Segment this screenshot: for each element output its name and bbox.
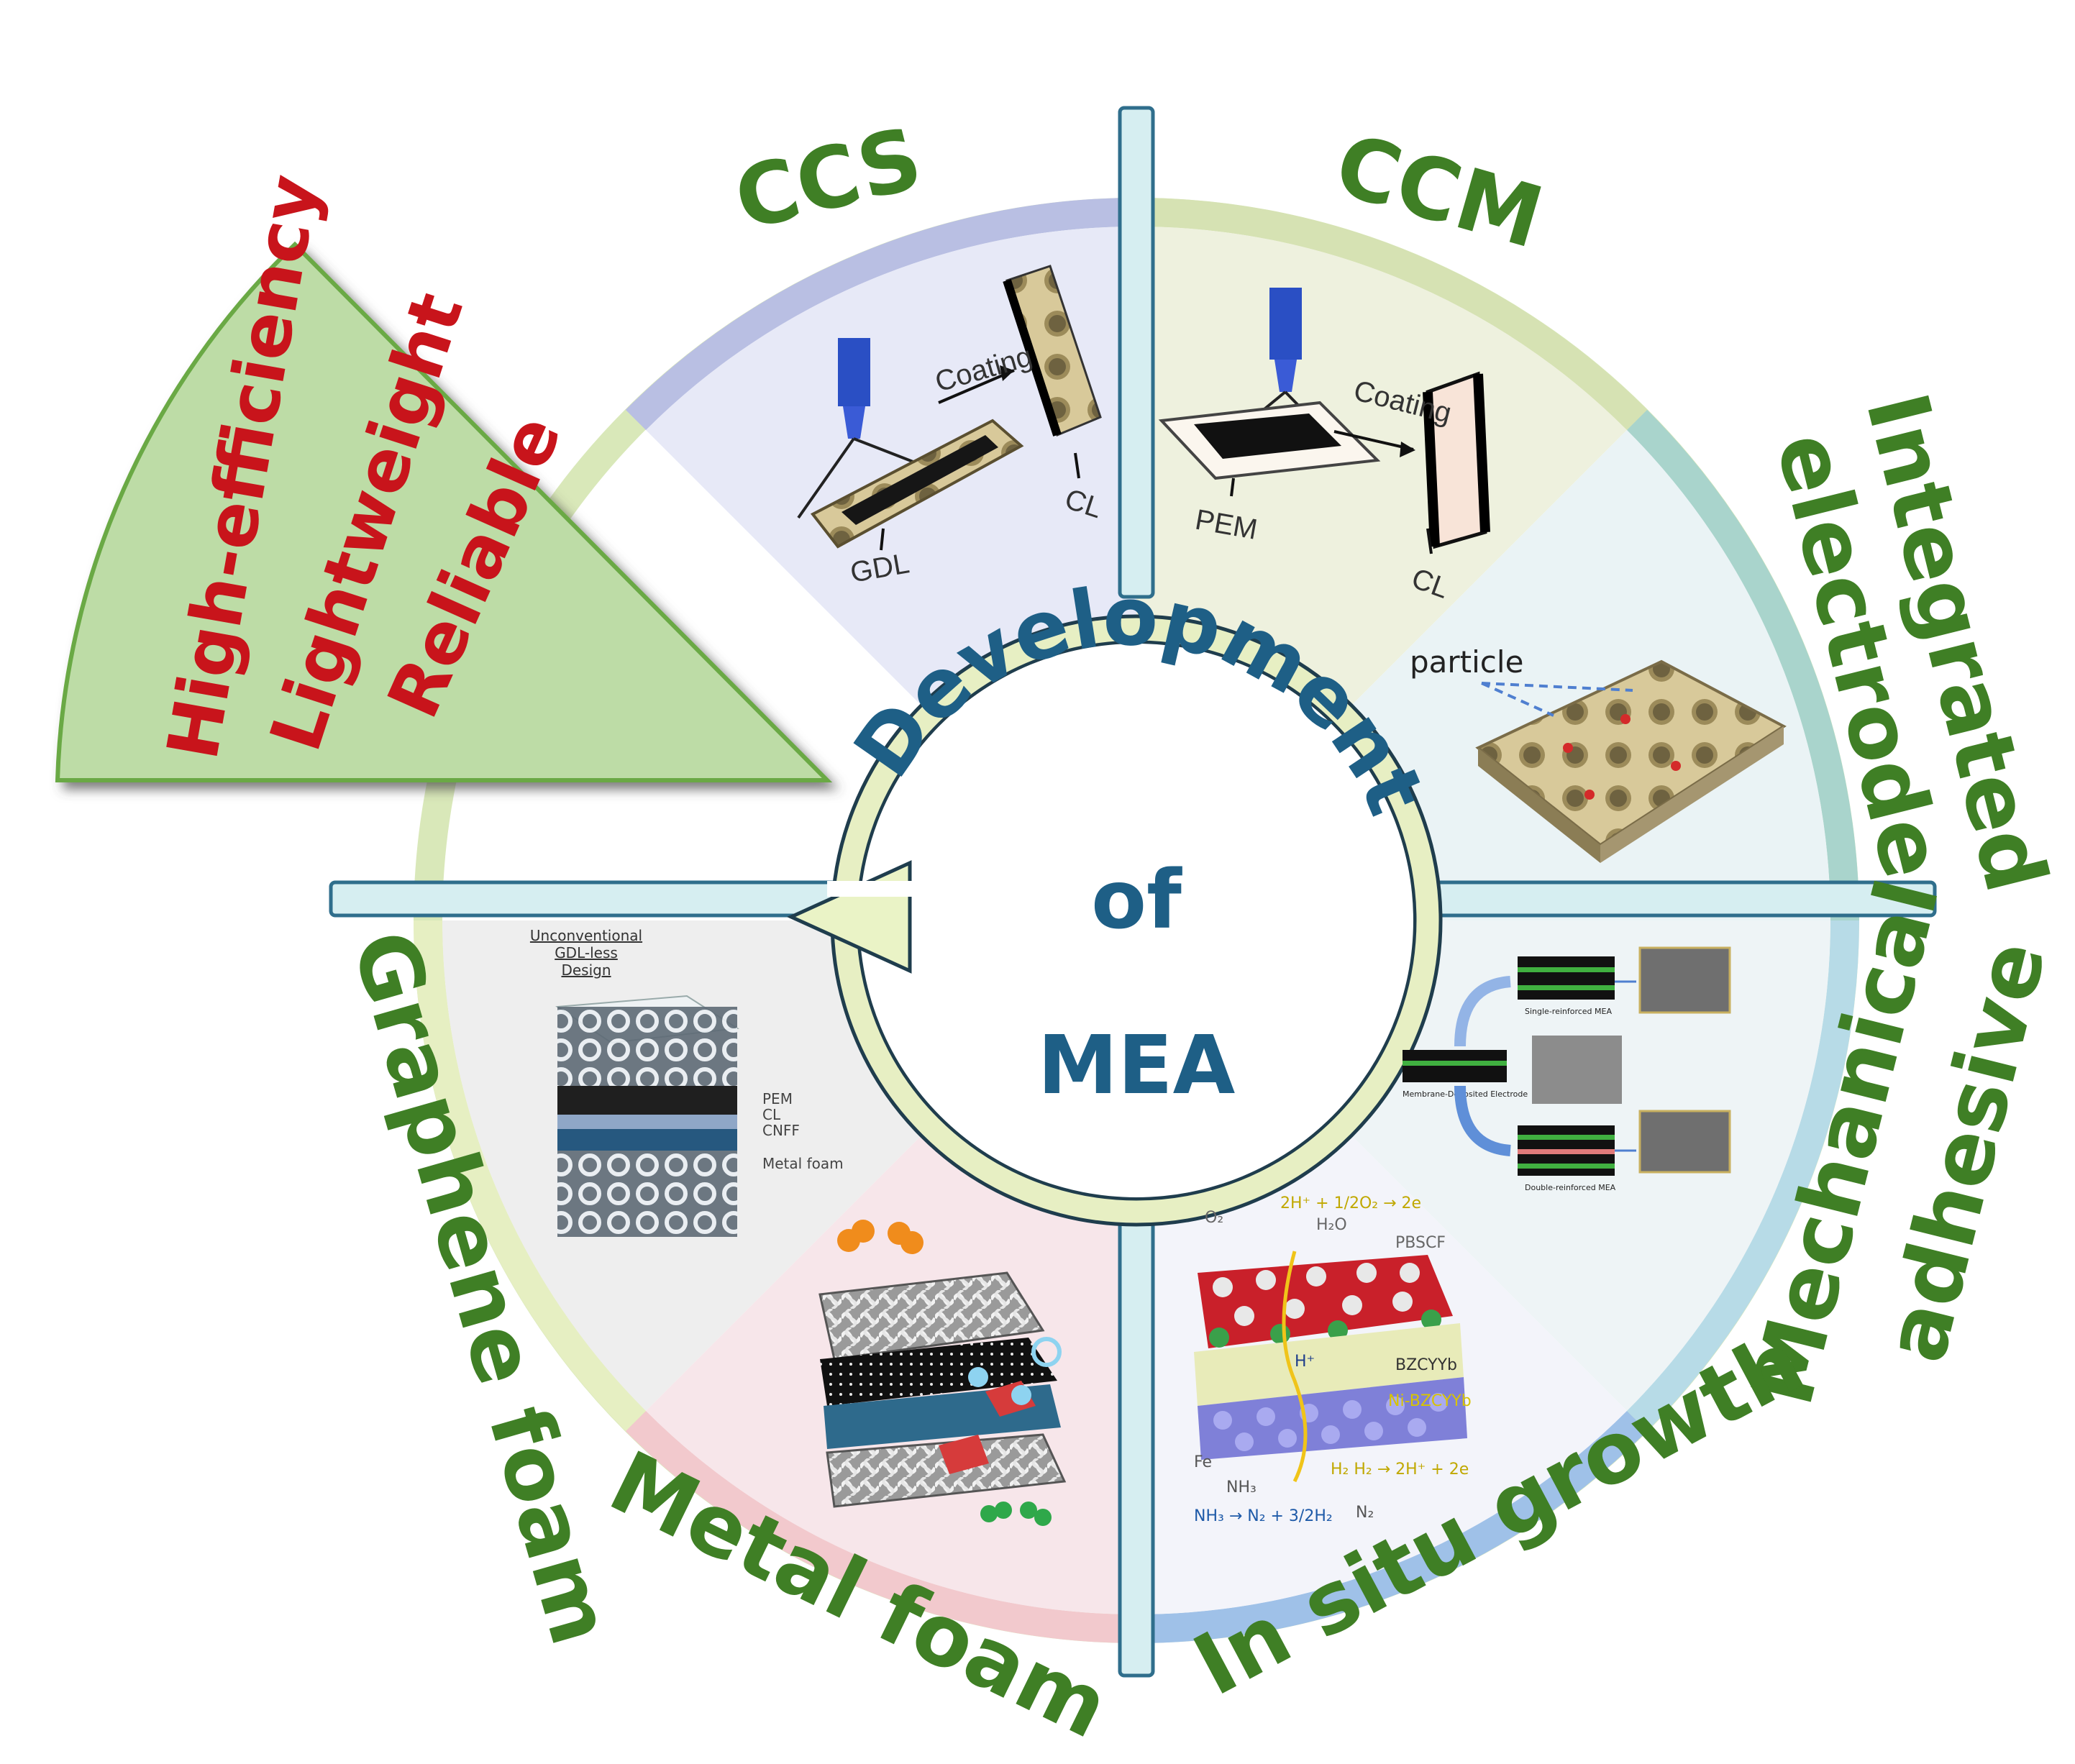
insitu-nh3: NH₃ — [1226, 1479, 1257, 1496]
insitu-ni-bzcyyb: Ni-BZCYYb — [1388, 1392, 1472, 1410]
center-line-mea: MEA — [1038, 1019, 1236, 1112]
insitu-pbscf: PBSCF — [1395, 1234, 1446, 1252]
graphene-pem-label: PEM — [762, 1090, 793, 1107]
graphene-cl-label: CL — [762, 1106, 781, 1123]
double-reinforced-label: Double-reinforced MEA — [1525, 1183, 1616, 1192]
single-reinforced-label: Single-reinforced MEA — [1525, 1007, 1612, 1016]
insitu-fe: Fe — [1194, 1453, 1212, 1471]
insitu-n2: N₂ — [1356, 1504, 1374, 1522]
graphene-foam-illustration: Unconventional GDL-less Design PEM CL CN… — [530, 927, 844, 1237]
graphene-heading-1: Unconventional — [530, 927, 642, 944]
label-ccs: CCS — [725, 108, 931, 250]
graphene-heading-2: GDL-less — [555, 944, 618, 961]
insitu-bzcyyb: BZCYYb — [1395, 1356, 1457, 1374]
insitu-h-plus: H⁺ — [1295, 1353, 1315, 1371]
integrated-electrode-illustration: particle — [1410, 644, 1787, 863]
benefits-fan — [55, 241, 833, 782]
membrane-deposited-stack: Membrane-Deposited Electrode — [1403, 1036, 1622, 1104]
double-reinforced-stack: Double-reinforced MEA — [1518, 1110, 1731, 1192]
insitu-o2: O₂ — [1205, 1209, 1223, 1227]
insitu-reaction-top: 2H⁺ + 1/2O₂ → 2e — [1280, 1194, 1421, 1212]
center-hub: Development of MEA — [786, 570, 1443, 1227]
graphene-cnff-label: CNFF — [762, 1122, 800, 1139]
insitu-nh3-reaction: NH₃ → N₂ + 3/2H₂ — [1194, 1507, 1333, 1525]
insitu-h2o: H₂O — [1316, 1216, 1347, 1234]
graphene-metal-foam-label: Metal foam — [762, 1155, 844, 1172]
in-situ-growth-illustration: O₂ 2H⁺ + 1/2O₂ → 2e H₂O PBSCF H⁺ BZCYYb … — [1194, 1194, 1472, 1525]
single-reinforced-stack: Single-reinforced MEA — [1518, 946, 1731, 1016]
graphene-heading-3: Design — [561, 961, 611, 979]
insitu-h2-reaction: H₂ H₂ → 2H⁺ + 2e — [1331, 1461, 1469, 1479]
metal-foam-illustration — [818, 1220, 1067, 1526]
mechanical-adhesive-illustration: Single-reinforced MEA Membrane-Deposited… — [1403, 946, 1731, 1192]
integrated-particle-label: particle — [1410, 644, 1523, 680]
center-line-of: of — [1091, 854, 1182, 947]
